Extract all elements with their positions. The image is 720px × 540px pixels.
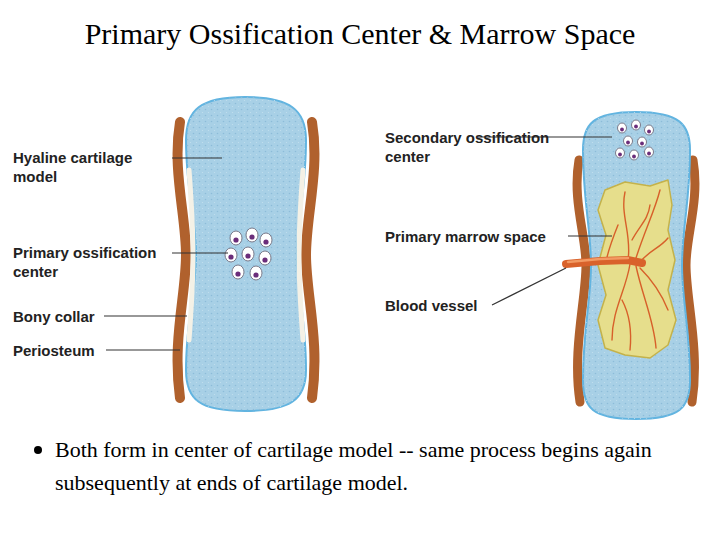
marrow-space <box>598 180 676 358</box>
marrow-vessels <box>606 190 668 350</box>
bony-collar <box>299 170 303 340</box>
vessel-highlight <box>568 258 628 262</box>
part-label: Hyaline cartilage model <box>13 148 165 186</box>
part-label: Primary ossification center <box>13 243 173 281</box>
cartilage-model <box>186 97 306 411</box>
part-label: Periosteum <box>13 341 113 360</box>
part-label: Primary marrow space <box>385 227 570 246</box>
bullet-symbol <box>34 446 42 454</box>
part-label: Bony collar <box>13 307 113 326</box>
periosteum-band <box>178 122 186 398</box>
bony-collar <box>189 170 193 340</box>
secondary-cell-cluster <box>616 120 654 160</box>
cell-nuclei <box>228 234 268 277</box>
periosteum-band <box>306 122 314 398</box>
part-label: Blood vessel <box>385 296 505 315</box>
cartilage-texture <box>186 97 306 411</box>
page-title: Primary Ossification Center & Marrow Spa… <box>0 16 720 52</box>
chondrocyte-cluster <box>225 228 272 280</box>
leader-lines <box>104 137 612 350</box>
cell-nuclei <box>618 125 651 159</box>
part-label: Secondary ossification center <box>385 128 575 166</box>
bullet-note: Both form in center of cartilage model -… <box>55 433 705 499</box>
